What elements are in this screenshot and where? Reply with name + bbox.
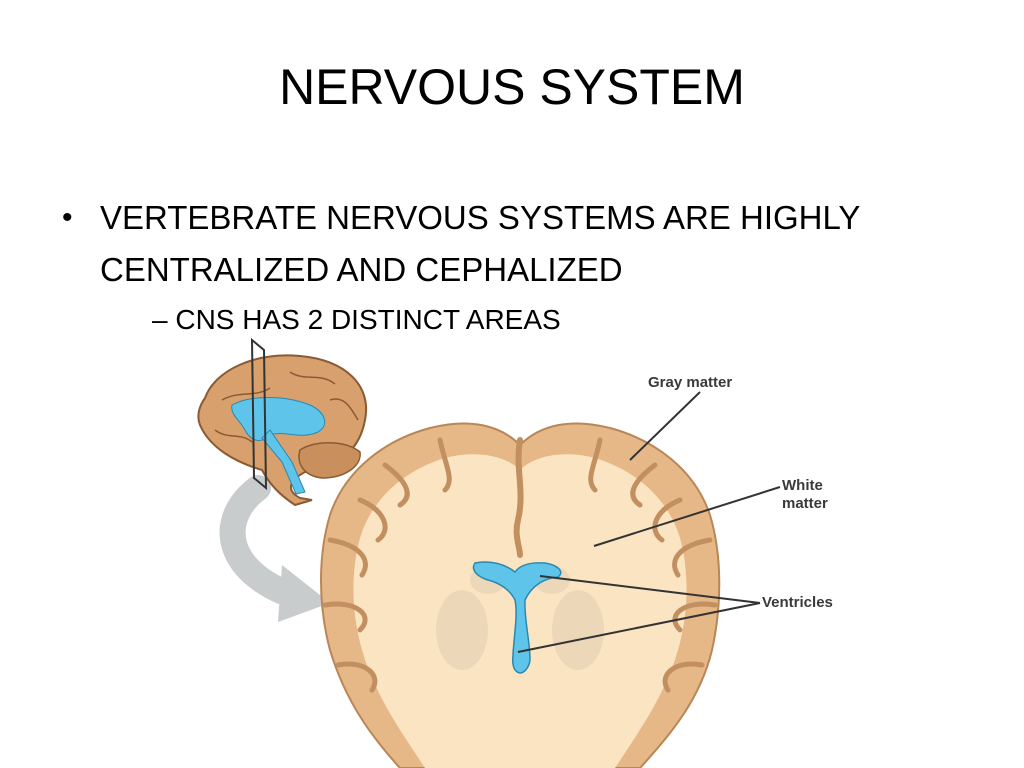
gray-matter-label: Gray matter <box>648 374 733 391</box>
white-matter-label: White matter <box>782 477 842 513</box>
bullet-dot-icon: • <box>62 201 73 234</box>
leader-lines <box>517 391 781 653</box>
sub-bullet-text: – CNS HAS 2 DISTINCT AREAS <box>152 304 561 335</box>
bullet-text: VERTEBRATE NERVOUS SYSTEMS ARE HIGHLY CE… <box>100 199 860 288</box>
bullet-list: • VERTEBRATE NERVOUS SYSTEMS ARE HIGHLY … <box>62 192 962 340</box>
slide-title: NERVOUS SYSTEM <box>279 59 745 115</box>
coronal-section <box>320 422 721 768</box>
ventricles-label: Ventricles <box>762 594 833 611</box>
white-matter-label-text: White matter <box>782 477 828 512</box>
lateral-brain-icon <box>197 337 368 507</box>
bullet-item: • VERTEBRATE NERVOUS SYSTEMS ARE HIGHLY … <box>62 192 962 340</box>
curved-arrow-icon <box>219 475 330 622</box>
